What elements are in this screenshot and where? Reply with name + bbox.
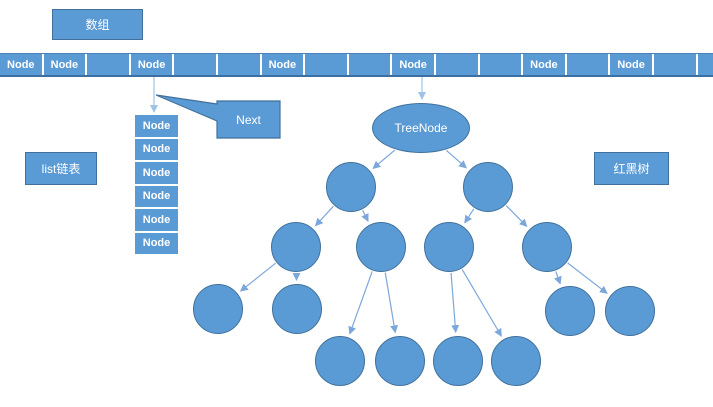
- list-label-box: list链表: [25, 152, 97, 185]
- redblack-tree-label: 红黑树: [613, 162, 650, 176]
- array-label: 数组: [85, 18, 110, 32]
- tree-root-node: TreeNode: [372, 103, 470, 153]
- tree-edge-arrow: [361, 209, 369, 222]
- tree-edge-arrow: [348, 271, 373, 335]
- array-label-box: 数组: [52, 9, 143, 40]
- list-node-cell: Node: [135, 115, 178, 137]
- list-node-cell: Node: [135, 232, 178, 254]
- array-cell-node: Node: [392, 54, 436, 75]
- tree-edge-arrow: [461, 269, 502, 337]
- tree-node: [522, 222, 572, 272]
- tree-node: [605, 286, 655, 336]
- array-cell-empty: [87, 54, 131, 75]
- array-cell-node: Node: [43, 54, 88, 75]
- list-node-cell: Node: [135, 209, 178, 231]
- tree-edges: [150, 77, 608, 337]
- array-cell-node: Node: [0, 54, 44, 75]
- tree-edge-arrow: [239, 262, 277, 292]
- array-cell-empty: [479, 54, 524, 75]
- array-cell-empty: [566, 54, 611, 75]
- tree-edge-arrow: [567, 262, 608, 294]
- tree-node: [271, 222, 321, 272]
- redblack-tree-label-box: 红黑树: [594, 152, 669, 185]
- array-cell-empty: [348, 54, 393, 75]
- list-node-cell: Node: [135, 138, 178, 160]
- array-cell-empty: [174, 54, 218, 75]
- array-cell-node: Node: [610, 54, 654, 75]
- tree-node: [193, 284, 243, 334]
- tree-edge-arrow: [464, 208, 475, 224]
- array-cell-node: Node: [261, 54, 306, 75]
- array-cell-node: Node: [130, 54, 175, 75]
- next-callout-shape: [155, 94, 281, 139]
- array-cell-empty: [305, 54, 349, 75]
- tree-node: [463, 162, 513, 212]
- tree-node: [326, 162, 376, 212]
- tree-node: [375, 336, 425, 386]
- array-cell-empty: [653, 54, 698, 75]
- tree-node: [272, 284, 322, 334]
- tree-node: [424, 222, 474, 272]
- list-node-cell: Node: [135, 162, 178, 184]
- tree-node: [356, 222, 406, 272]
- next-callout-label: Next: [236, 112, 261, 127]
- list-node-cell: Node: [135, 185, 178, 207]
- array-cell-empty: [217, 54, 262, 75]
- tree-edge-arrow: [445, 149, 467, 169]
- array-cell-node: Node: [523, 54, 567, 75]
- tree-node: [433, 336, 483, 386]
- list-label: list链表: [41, 162, 81, 176]
- tree-node: [545, 286, 595, 336]
- tree-edge-arrow: [554, 271, 562, 285]
- array-cell-empty: [435, 54, 480, 75]
- tree-node: [315, 336, 365, 386]
- tree-edge-arrow: [450, 272, 460, 334]
- tree-edge-arrow: [384, 272, 399, 334]
- tree-edge-arrow: [372, 149, 396, 169]
- tree-node: [491, 336, 541, 386]
- tree-edge-arrow: [505, 205, 528, 228]
- array-cell-empty: [697, 54, 713, 75]
- tree-edge-arrow: [314, 205, 334, 227]
